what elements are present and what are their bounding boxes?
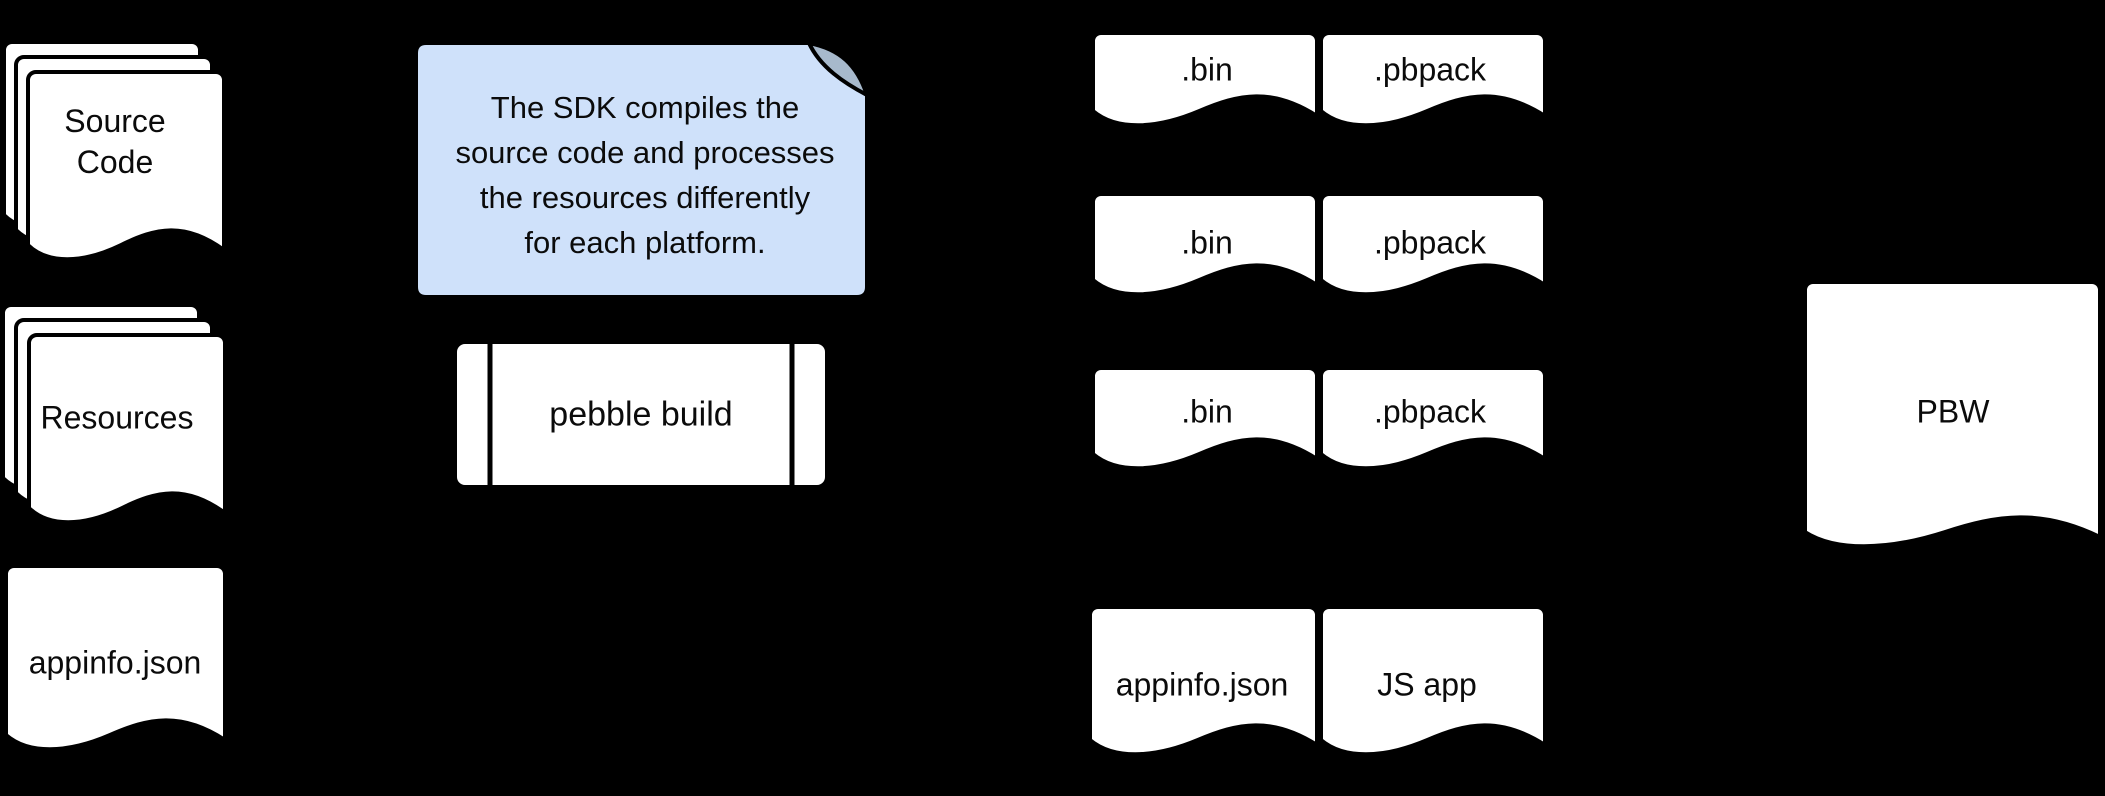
pebble-build-process-box bbox=[453, 340, 829, 489]
pbpack-label-row1: .pbpack bbox=[1373, 51, 1487, 88]
note-text: The SDK compiles the source code and pro… bbox=[455, 90, 835, 260]
pbpack-label-row2: .pbpack bbox=[1373, 224, 1487, 261]
pbw-document bbox=[1803, 280, 2102, 549]
jsapp-document bbox=[1319, 605, 1547, 757]
pbpack-label-row3: .pbpack bbox=[1373, 393, 1487, 430]
pbw-label: PBW bbox=[1916, 393, 1990, 430]
resources-sheet-front bbox=[27, 333, 227, 525]
note-fold-corner-icon bbox=[807, 41, 869, 97]
pbpack-document-row3 bbox=[1319, 366, 1547, 471]
bin-label-row3: .bin bbox=[1181, 393, 1233, 430]
source-code-sheet-front bbox=[26, 70, 226, 262]
pbpack-document-row1 bbox=[1319, 31, 1547, 128]
appinfo-input-label: appinfo.json bbox=[28, 644, 202, 681]
process-rect bbox=[453, 340, 829, 489]
bin-label-row1: .bin bbox=[1181, 51, 1233, 88]
appinfo-input-document bbox=[4, 564, 227, 752]
source-code-label: Source Code bbox=[64, 103, 166, 180]
bin-label-row2: .bin bbox=[1181, 224, 1233, 261]
jsapp-label: JS app bbox=[1377, 666, 1477, 703]
pebble-build-label: pebble build bbox=[549, 395, 733, 434]
sdk-note bbox=[414, 41, 869, 299]
resources-document-stack bbox=[1, 303, 227, 525]
bin-document-row1 bbox=[1091, 31, 1319, 128]
appinfo-output-document bbox=[1088, 605, 1319, 757]
resources-label: Resources bbox=[40, 399, 194, 436]
pbpack-document-row2 bbox=[1319, 192, 1547, 297]
source-code-document-stack bbox=[2, 40, 226, 262]
bin-document-row2 bbox=[1091, 192, 1319, 297]
appinfo-output-label: appinfo.json bbox=[1115, 666, 1289, 703]
bin-document-row3 bbox=[1091, 366, 1319, 471]
